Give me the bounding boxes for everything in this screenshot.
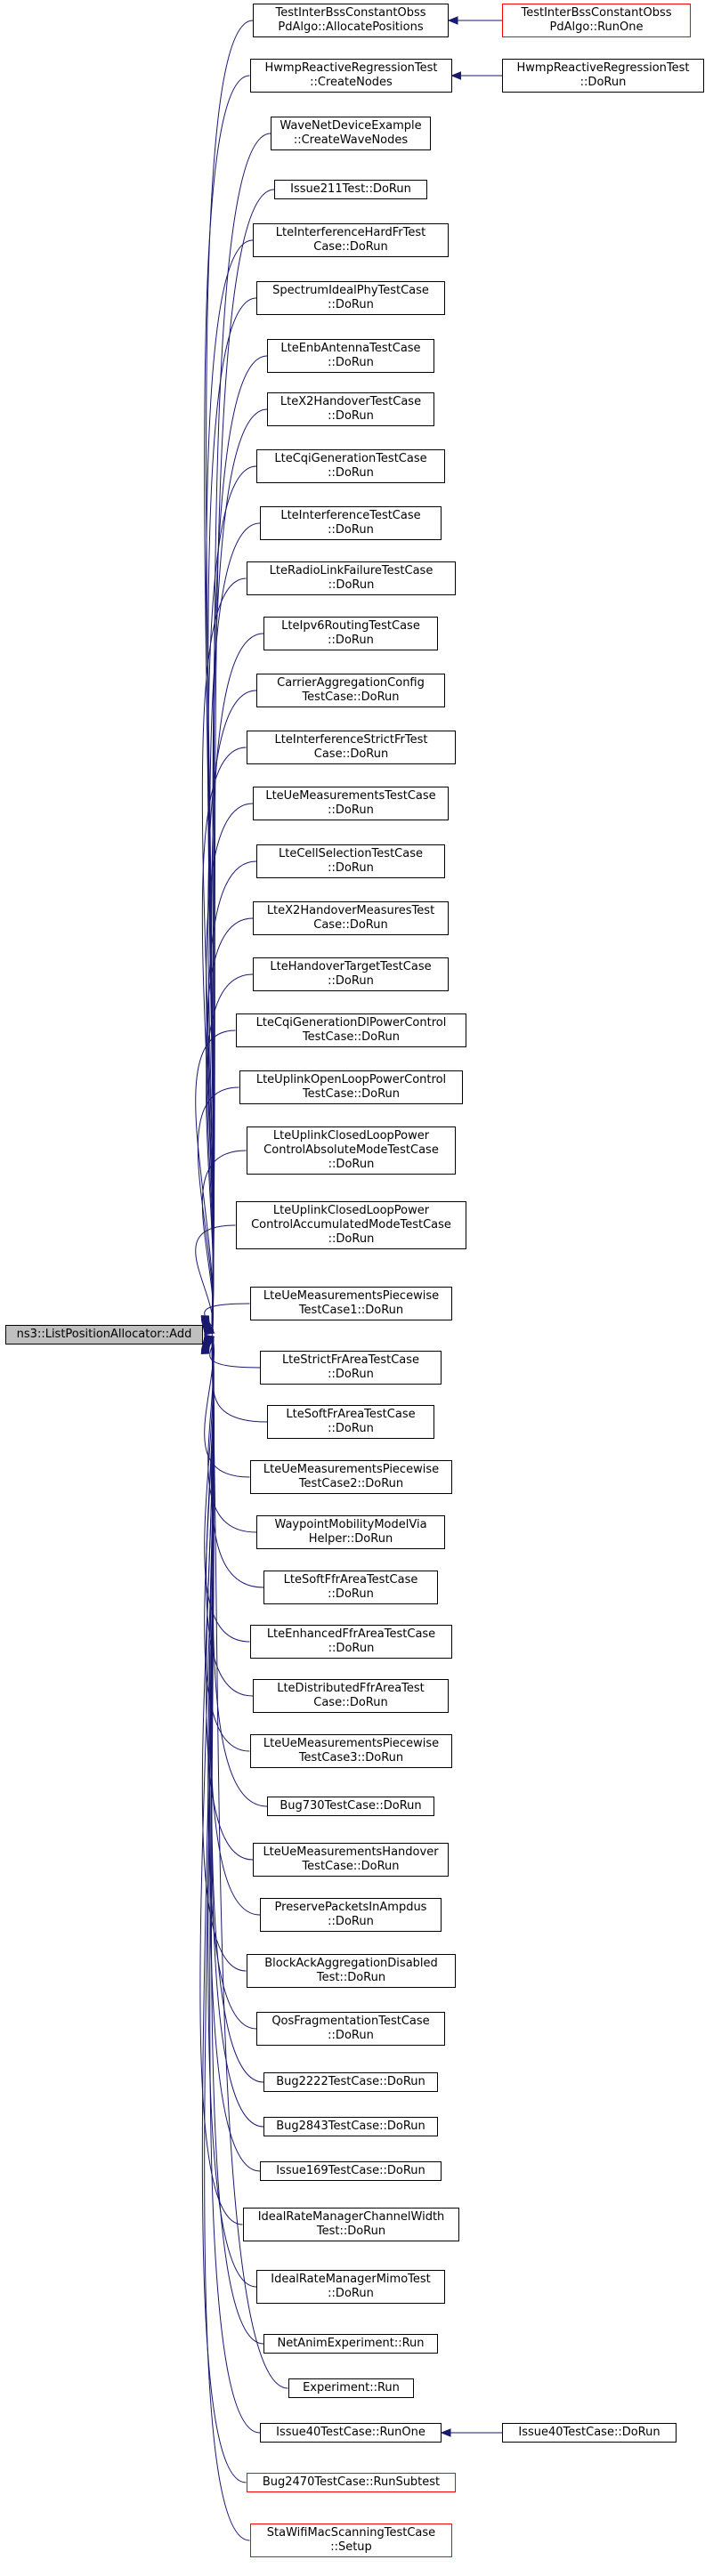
- caller-node[interactable]: PreservePacketsInAmpdus ::DoRun: [260, 1898, 442, 1932]
- caller-node[interactable]: LteUplinkOpenLoopPowerControl TestCase::…: [239, 1070, 463, 1104]
- caller-node[interactable]: Bug2222TestCase::DoRun: [263, 2072, 438, 2092]
- edge-arrowhead: [450, 71, 461, 80]
- caller-node[interactable]: LteSoftFrAreaTestCase ::DoRun: [267, 1405, 434, 1439]
- call-edge: [209, 1334, 261, 1369]
- caller-node[interactable]: NetAnimExperiment::Run: [263, 2334, 438, 2354]
- edge-arrowhead: [200, 1343, 210, 1354]
- caller-node[interactable]: LteUeMeasurementsPiecewise TestCase1::Do…: [250, 1287, 452, 1320]
- caller-node[interactable]: CarrierAggregationConfig TestCase::DoRun: [256, 674, 445, 707]
- call-edge: [209, 1344, 261, 2434]
- caller-node[interactable]: LteUeMeasurementsHandover TestCase::DoRu…: [253, 1843, 449, 1877]
- caller-node[interactable]: LteUplinkClosedLoopPower ControlAccumula…: [236, 1201, 466, 1249]
- caller-node[interactable]: Bug730TestCase::DoRun: [267, 1797, 434, 1816]
- caller-node[interactable]: Issue211Test::DoRun: [274, 180, 427, 199]
- edge-arrowhead: [447, 16, 458, 25]
- caller-node[interactable]: LteInterferenceTestCase ::DoRun: [260, 506, 442, 540]
- call-edge: [211, 633, 264, 1330]
- caller-node[interactable]: LteHandoverTargetTestCase ::DoRun: [253, 957, 449, 991]
- caller-node[interactable]: Issue40TestCase::DoRun: [502, 2423, 677, 2443]
- caller-node[interactable]: StaWifiMacScanningTestCase ::Setup: [250, 2524, 452, 2557]
- edge-arrowhead: [440, 2428, 451, 2437]
- call-edge: [199, 1342, 243, 2225]
- call-edge: [195, 1224, 236, 1335]
- caller-node[interactable]: LteUeMeasurementsTestCase ::DoRun: [253, 787, 449, 820]
- caller-node[interactable]: LteInterferenceStrictFrTest Case::DoRun: [247, 731, 456, 764]
- caller-node[interactable]: IdealRateManagerMimoTest ::DoRun: [256, 2270, 445, 2304]
- caller-node[interactable]: Bug2843TestCase::DoRun: [263, 2117, 438, 2136]
- caller-node[interactable]: LteUeMeasurementsPiecewise TestCase2::Do…: [250, 1460, 452, 1494]
- caller-node[interactable]: LteX2HandoverTestCase ::DoRun: [267, 392, 434, 426]
- caller-node[interactable]: LteX2HandoverMeasuresTest Case::DoRun: [253, 901, 449, 935]
- edge-arrowhead: [203, 1326, 215, 1336]
- caller-node[interactable]: IdealRateManagerChannelWidth Test::DoRun: [243, 2208, 459, 2241]
- caller-node[interactable]: LteCqiGenerationDlPowerControl TestCase:…: [236, 1013, 466, 1047]
- call-edges: [195, 16, 502, 2541]
- caller-node[interactable]: WaypointMobilityModelVia Helper::DoRun: [256, 1515, 445, 1549]
- caller-node[interactable]: HwmpReactiveRegressionTest ::DoRun: [502, 59, 704, 93]
- caller-node[interactable]: LteSoftFfrAreaTestCase ::DoRun: [263, 1571, 438, 1604]
- caller-node[interactable]: Issue40TestCase::RunOne: [260, 2423, 442, 2443]
- caller-node[interactable]: LteDistributedFfrAreaTest Case::DoRun: [253, 1679, 449, 1713]
- call-edge: [211, 1343, 288, 2389]
- caller-node[interactable]: SpectrumIdealPhyTestCase ::DoRun: [256, 281, 445, 315]
- caller-node[interactable]: TestInterBssConstantObss PdAlgo::Allocat…: [253, 4, 449, 37]
- caller-node[interactable]: LteEnhancedFfrAreaTestCase ::DoRun: [250, 1625, 452, 1659]
- caller-node[interactable]: LteCellSelectionTestCase ::DoRun: [256, 844, 445, 878]
- caller-node[interactable]: LteUplinkClosedLoopPower ControlAbsolute…: [247, 1126, 456, 1175]
- caller-node[interactable]: Issue169TestCase::DoRun: [260, 2161, 442, 2181]
- caller-node[interactable]: BlockAckAggregationDisabled Test::DoRun: [247, 1954, 456, 1988]
- caller-node[interactable]: WaveNetDeviceExample ::CreateWaveNodes: [271, 117, 431, 150]
- caller-node[interactable]: TestInterBssConstantObss PdAlgo::RunOne: [502, 4, 691, 37]
- call-edge: [206, 973, 254, 1333]
- call-edge: [207, 690, 257, 1330]
- caller-node[interactable]: Experiment::Run: [288, 2378, 414, 2398]
- caller-node[interactable]: LteCqiGenerationTestCase ::DoRun: [256, 449, 445, 483]
- call-edge: [204, 1345, 250, 2541]
- caller-node[interactable]: QosFragmentationTestCase ::DoRun: [256, 2012, 445, 2046]
- caller-node[interactable]: LteEnbAntennaTestCase ::DoRun: [267, 339, 434, 373]
- caller-node[interactable]: HwmpReactiveRegressionTest ::CreateNodes: [250, 59, 452, 93]
- call-edge: [204, 1303, 250, 1336]
- caller-node[interactable]: LteStrictFrAreaTestCase ::DoRun: [260, 1351, 442, 1385]
- caller-node[interactable]: LteRadioLinkFailureTestCase ::DoRun: [247, 561, 456, 595]
- caller-node[interactable]: LteInterferenceHardFrTest Case::DoRun: [253, 223, 449, 257]
- root-node: ns3::ListPositionAllocator::Add: [5, 1325, 203, 1345]
- caller-node[interactable]: Bug2470TestCase::RunSubtest: [247, 2473, 456, 2492]
- caller-node[interactable]: LteUeMeasurementsPiecewise TestCase3::Do…: [250, 1734, 452, 1768]
- caller-node[interactable]: LteIpv6RoutingTestCase ::DoRun: [263, 617, 438, 650]
